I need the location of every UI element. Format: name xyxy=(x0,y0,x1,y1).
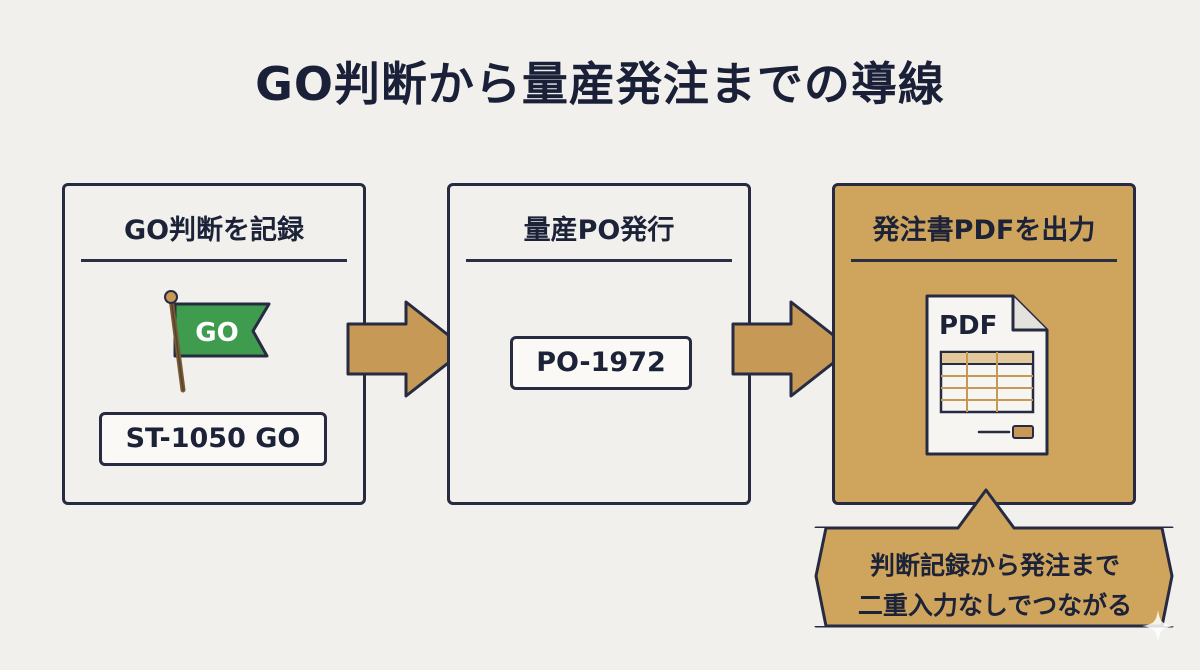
sparkle-icon xyxy=(1142,610,1174,642)
step-title: GO判断を記録 xyxy=(123,215,305,246)
divider xyxy=(466,259,732,262)
callout-line-2: 二重入力なしでつながる xyxy=(857,591,1133,620)
pdf-label: PDF xyxy=(939,311,997,341)
callout-text: 判断記録から発注まで 二重入力なしでつながる xyxy=(820,546,1170,626)
go-flag-icon: GO xyxy=(164,290,271,393)
status-tag: ST-1050 GO xyxy=(99,412,327,466)
step-card-po-issue: 量産PO発行 PO-1972 xyxy=(447,183,751,505)
right-arrow-icon xyxy=(346,300,468,398)
divider xyxy=(81,259,347,262)
flag-label: GO xyxy=(195,318,238,348)
divider xyxy=(851,259,1117,262)
step-card-go-decision: GO判断を記録 GO ST-1050 GO xyxy=(62,183,366,505)
step-title: 量産PO発行 xyxy=(523,215,675,246)
step-card-pdf-output: 発注書PDFを出力 PDF xyxy=(832,183,1136,505)
diagram-title: GO判断から量産発注までの導線 xyxy=(255,57,945,111)
right-arrow-icon xyxy=(731,300,853,398)
callout-line-1: 判断記録から発注まで xyxy=(869,551,1120,580)
pdf-document-icon: PDF xyxy=(925,294,1049,456)
step-title: 発注書PDFを出力 xyxy=(872,215,1096,246)
po-number-tag: PO-1972 xyxy=(510,336,692,390)
callout-bubble xyxy=(808,488,1180,628)
